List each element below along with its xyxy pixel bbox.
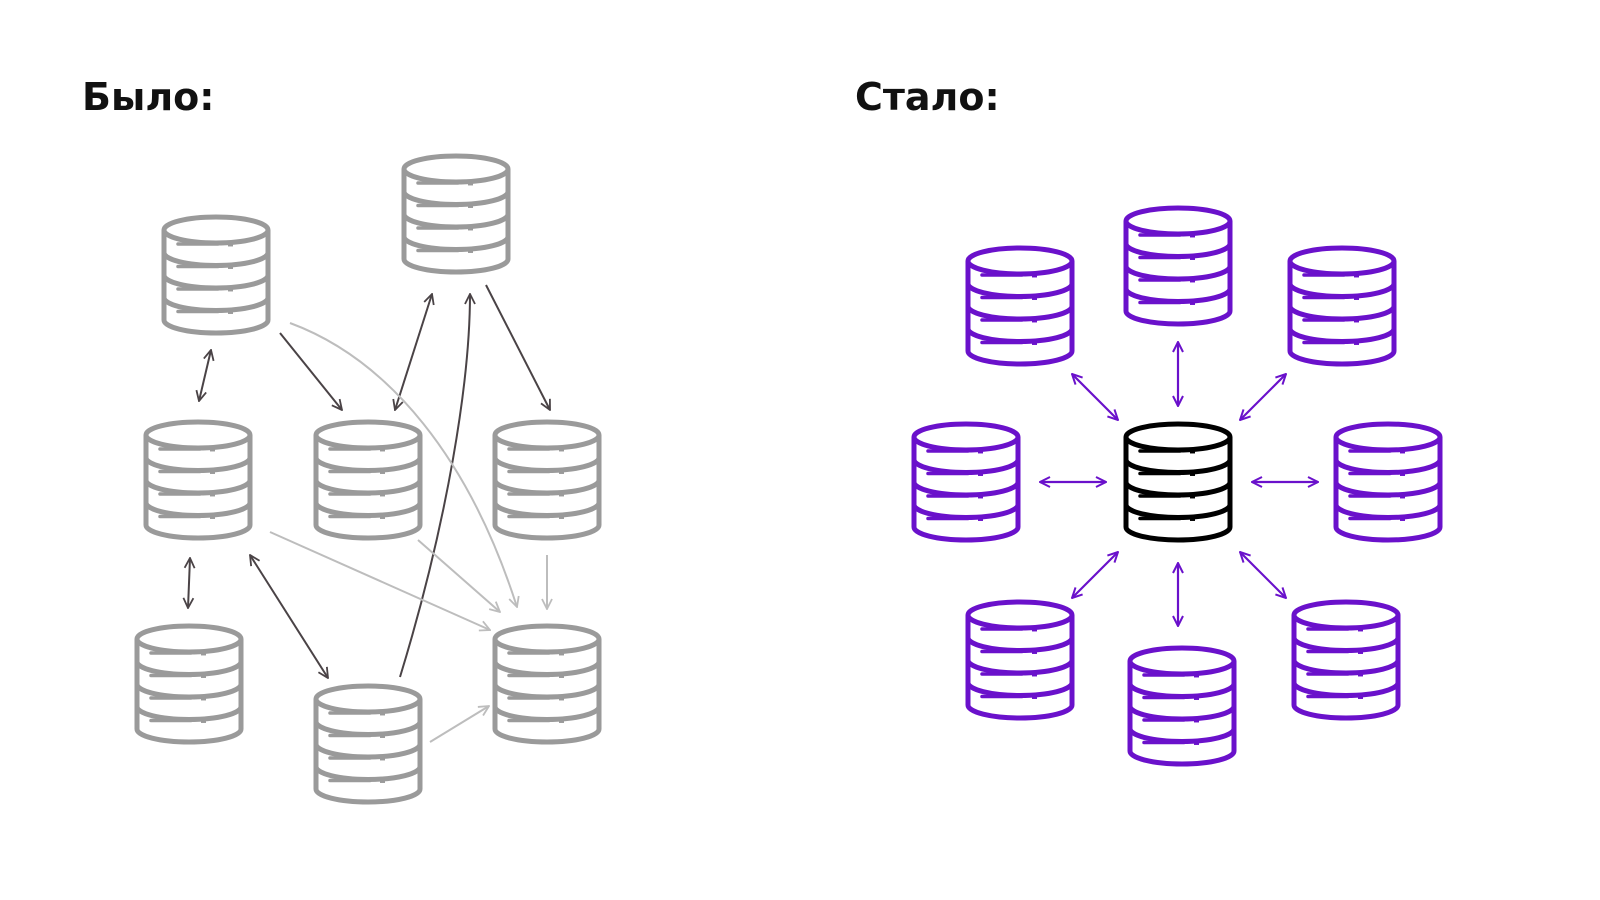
before-link-db-b-db-e: [485, 284, 550, 410]
before-link-db-a-db-d: [279, 332, 342, 410]
after-link-db-nw: [1072, 374, 1118, 420]
after-db-se-database-icon: [1291, 599, 1401, 721]
before-db-b-database-icon: [401, 153, 511, 275]
after-link-db-se: [1240, 552, 1286, 598]
before-link-db-d-db-h: [417, 539, 500, 612]
before-db-g-database-icon: [313, 683, 423, 805]
before-db-h-database-icon: [492, 623, 602, 745]
before-db-c-database-icon: [143, 419, 253, 541]
after-db-sw-database-icon: [965, 599, 1075, 721]
before-link-db-b-db-d: [395, 294, 432, 410]
after-title: Стало:: [855, 75, 1000, 119]
before-db-d-database-icon: [313, 419, 423, 541]
before-db-e-database-icon: [492, 419, 602, 541]
after-db-n-database-icon: [1123, 205, 1233, 327]
after-db-nw-database-icon: [965, 245, 1075, 367]
before-db-f-database-icon: [134, 623, 244, 745]
before-link-db-a-db-c: [199, 350, 211, 401]
after-link-db-sw: [1072, 552, 1118, 598]
after-db-w-database-icon: [911, 421, 1021, 543]
after-hub-database-icon: [1123, 421, 1233, 543]
before-link-db-a-db-h: [289, 322, 517, 607]
before-link-db-g-db-h: [429, 706, 489, 743]
before-link-db-c-db-g: [250, 555, 328, 678]
after-db-s-database-icon: [1127, 645, 1237, 767]
before-title: Было:: [82, 75, 215, 119]
before-link-db-c-db-f: [188, 558, 190, 608]
after-db-ne-database-icon: [1287, 245, 1397, 367]
before-link-db-c-db-h: [269, 531, 490, 630]
before-db-a-database-icon: [161, 214, 271, 336]
after-db-e-database-icon: [1333, 421, 1443, 543]
before-link-db-g-db-b: [399, 294, 470, 678]
after-link-db-ne: [1240, 374, 1286, 420]
